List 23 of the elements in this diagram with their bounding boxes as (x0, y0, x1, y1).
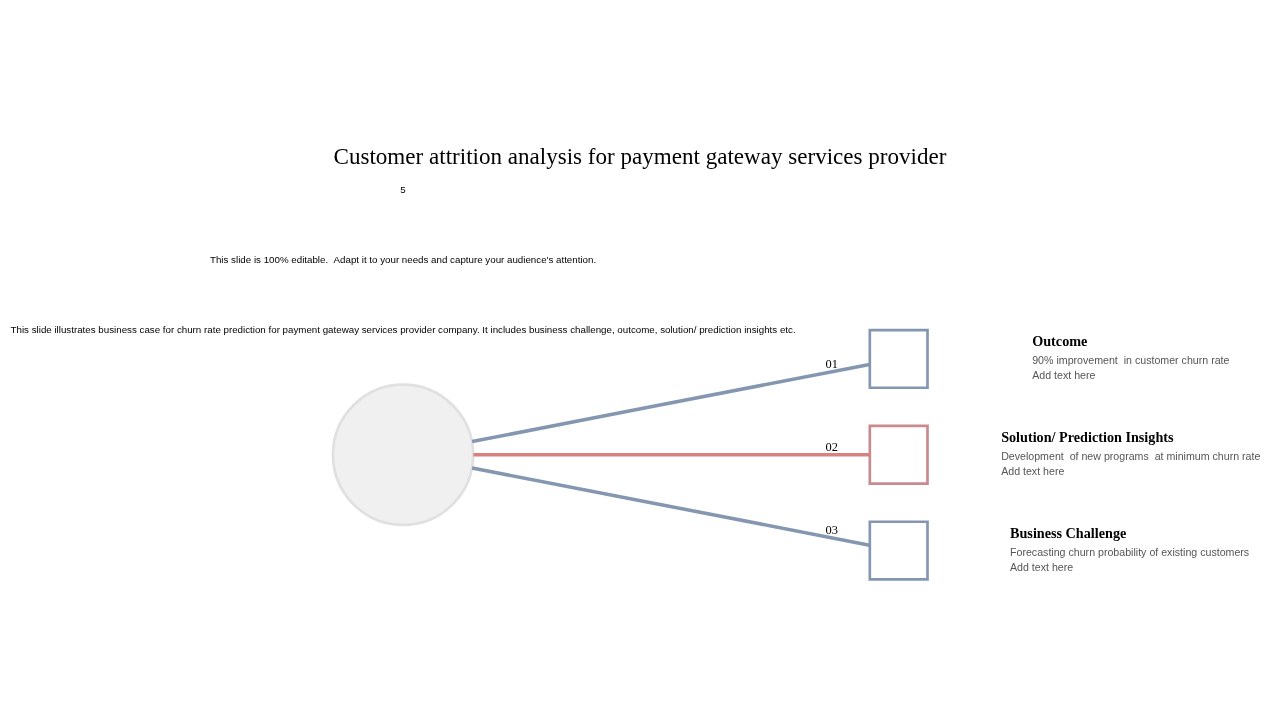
node-label: Business Challenge (1010, 524, 1127, 541)
label: This slide is 100% editable. Adapt it to your needs and capture your audience's attention. (210, 253, 597, 265)
label: 5 (400, 183, 406, 195)
node-label: Solution/ Prediction Insights (1001, 428, 1174, 445)
node-label: Add text here (1001, 464, 1065, 477)
node-label: Outcome (1032, 332, 1088, 349)
node-label: Forecasting churn probability of existing customers (1010, 545, 1250, 558)
edge-label: 03 (825, 522, 838, 537)
node-circle (331, 382, 475, 526)
edge-label: 01 (825, 356, 838, 371)
node-label: Development of new programs at minimum churn rate (1001, 449, 1261, 462)
edge-label: 02 (825, 439, 838, 454)
node-label: Add text here (1010, 560, 1074, 573)
label: This slide illustrates business case for churn rate prediction for payment gateway services provider company. It includes business challenge, outcome, solution/ prediction insights etc. (10, 323, 796, 335)
node-box (868, 424, 929, 485)
node-box (868, 328, 929, 389)
node-label: 90% improvement in customer churn rate (1032, 353, 1230, 366)
connector (471, 465, 870, 547)
connector (471, 362, 870, 443)
diagram-title: Customer attrition analysis for payment gateway services provider (333, 142, 947, 169)
node-label: Add text here (1032, 368, 1096, 381)
node-box (868, 519, 929, 581)
connector (473, 452, 870, 457)
